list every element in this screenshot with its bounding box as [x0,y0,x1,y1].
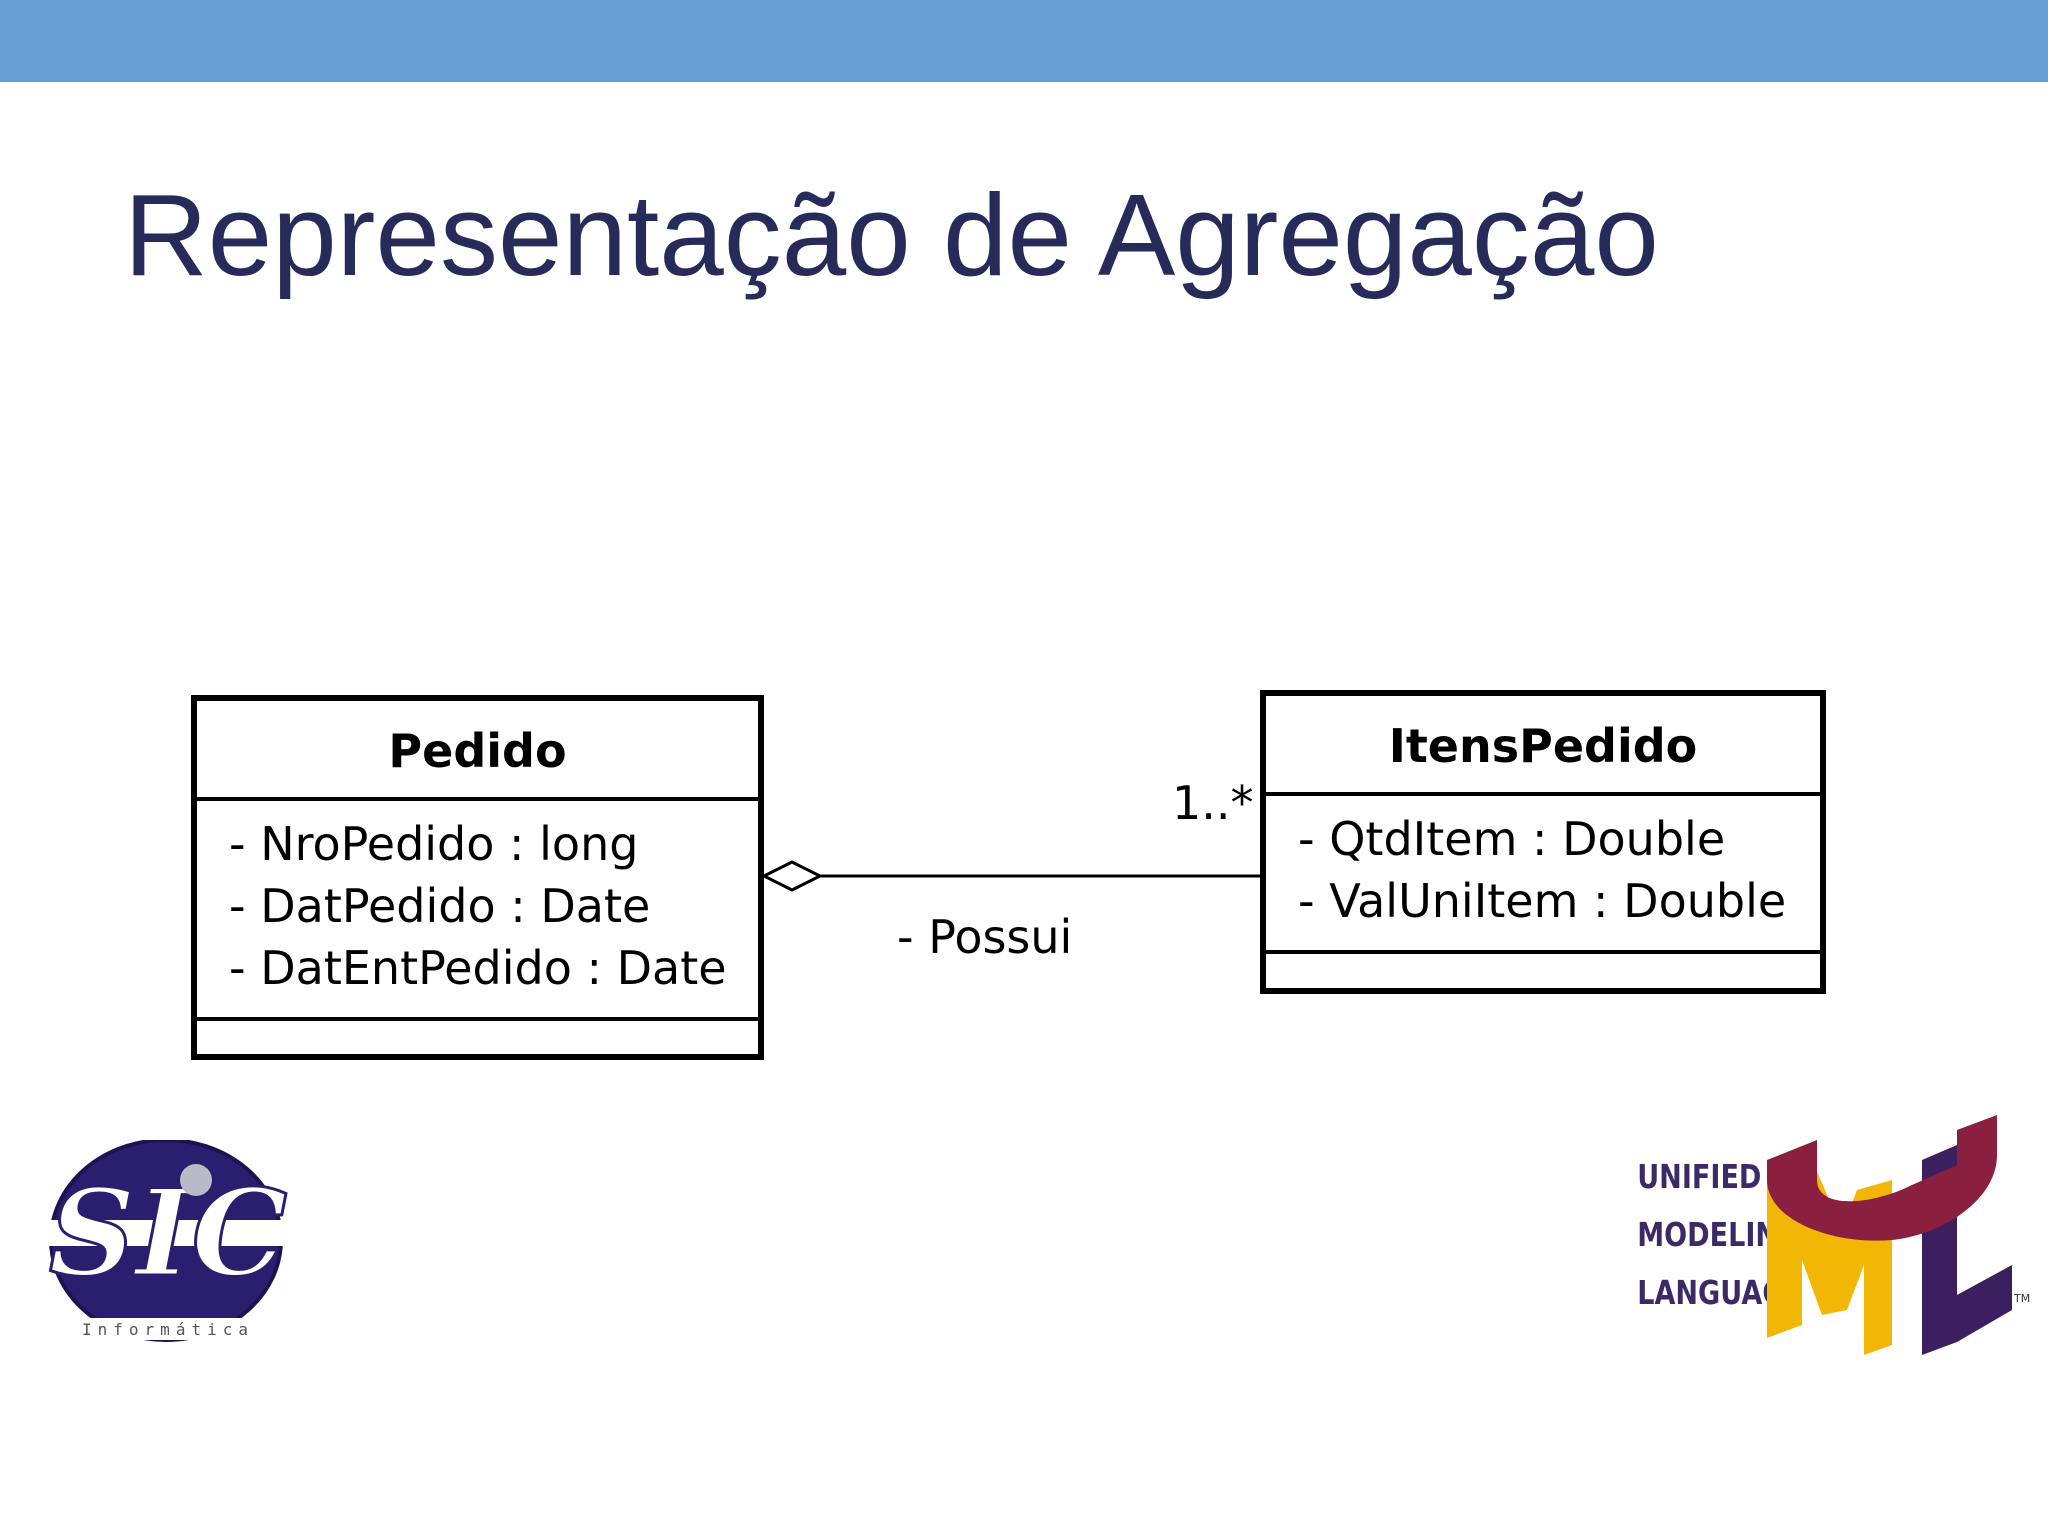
attribute: - NroPedido : long [229,817,639,871]
aggregation-diamond [760,860,824,892]
attributes-compartment: - QtdItem : Double - ValUniItem : Double [1266,796,1820,954]
svg-text:SIC: SIC [49,1163,287,1304]
attribute: - QtdItem : Double [1298,812,1726,866]
attribute: - DatEntPedido : Date [229,941,727,995]
top-accent-bar [0,0,2048,82]
uml-logo: UNIFIED MODELING LANGUAGE TM [1612,1080,2032,1380]
svg-text:Informática: Informática [82,1320,254,1339]
association-role-label: - Possui [897,910,1073,964]
class-name: Pedido [197,701,758,801]
svg-text:TM: TM [2013,1292,2030,1305]
attribute: - ValUniItem : Double [1298,874,1787,928]
class-name: ItensPedido [1266,696,1820,796]
sic-logo: SIC Informática [48,1140,288,1342]
slide-title: Representação de Agregação [124,170,1659,300]
attributes-compartment: - NroPedido : long - DatPedido : Date - … [197,801,758,1021]
class-pedido[interactable]: Pedido - NroPedido : long - DatPedido : … [191,695,764,1060]
attribute: - DatPedido : Date [229,879,651,933]
multiplicity-label: 1..* [1172,776,1254,830]
class-itenspedido[interactable]: ItensPedido - QtdItem : Double - ValUniI… [1260,690,1826,994]
